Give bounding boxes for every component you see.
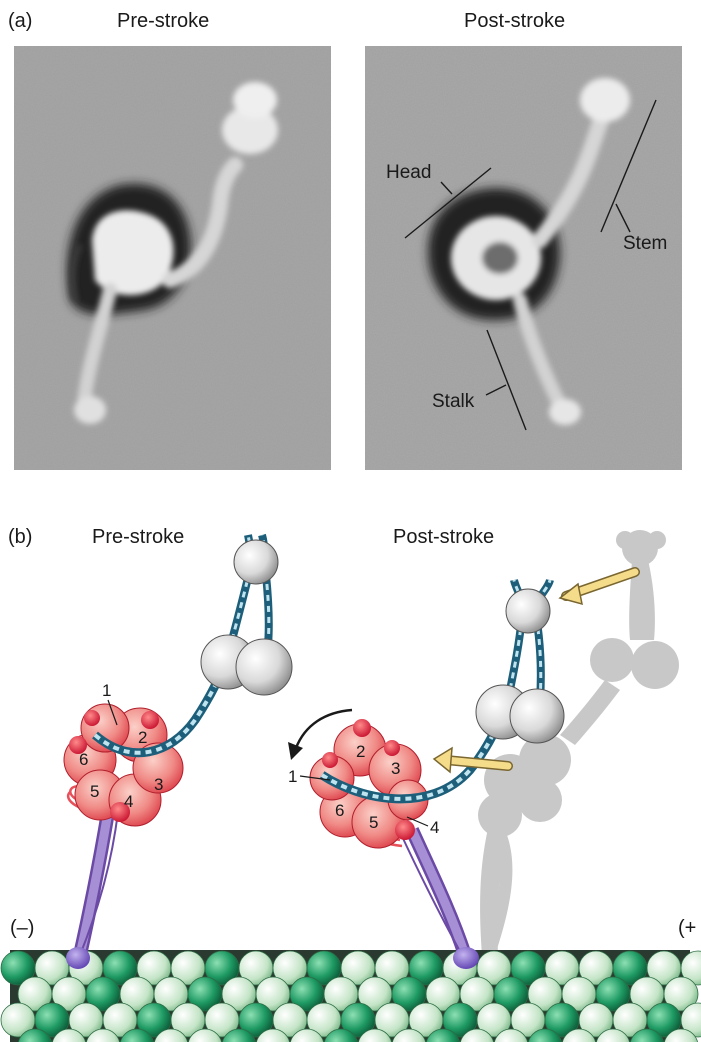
em-image-post-stroke — [365, 46, 682, 470]
microtubule-minus-end: (–) — [10, 917, 35, 939]
head-leader-line — [440, 181, 453, 195]
domain-3-pre: 3 — [154, 775, 163, 794]
stalk-indicator-line — [486, 329, 527, 431]
tubulin-subunit — [324, 1028, 358, 1042]
tubulin-subunit — [358, 1028, 392, 1042]
stem-indicator-line — [600, 99, 657, 233]
arrow-head-lower — [432, 746, 453, 774]
em-image-pre-stroke — [14, 46, 331, 470]
domain-1-post: 1 — [288, 767, 297, 786]
tubulin-subunit — [663, 976, 699, 1012]
tubulin-subunit — [596, 1028, 630, 1042]
panel-a-label: (a) — [8, 10, 33, 32]
panel-b-pre-stroke-title: Pre-stroke — [92, 526, 185, 548]
panel-a-post-stroke-title: Post-stroke — [464, 10, 566, 32]
panel-b-label: (b) — [8, 526, 33, 548]
stem-leader-line — [615, 203, 631, 233]
tubulin-subunit — [562, 1028, 596, 1042]
tubulin-subunit — [18, 1028, 52, 1042]
domain-1-pre: 1 — [102, 681, 111, 700]
tubulin-subunit — [664, 1028, 698, 1042]
stem-annotation: Stem — [623, 233, 667, 254]
stalk-anchor-right — [453, 947, 479, 969]
stalk-annotation: Stalk — [432, 391, 475, 412]
tubulin-subunit — [52, 1028, 86, 1042]
domain-labels-pre-stroke: 1 2 3 4 5 6 — [79, 681, 163, 811]
arrow-head-upper — [558, 582, 583, 606]
tubulin-subunit — [680, 950, 701, 986]
panel-a-pre-stroke-title: Pre-stroke — [117, 10, 210, 32]
conformational-change-arrows — [288, 567, 640, 774]
tubulin-subunit — [392, 1028, 426, 1042]
domain-6-post: 6 — [335, 801, 344, 820]
domain-2-post: 2 — [356, 742, 365, 761]
tubulin-subunit — [680, 1002, 701, 1038]
tubulin-subunit — [630, 1028, 664, 1042]
microtubule — [0, 950, 701, 1042]
dynein-post-stroke — [309, 578, 565, 969]
pre-stroke-shadow — [478, 530, 679, 955]
tubulin-subunit — [460, 1028, 494, 1042]
domain-3-post: 3 — [391, 759, 400, 778]
domain-6-pre: 6 — [79, 750, 88, 769]
tubulin-subunit — [494, 1028, 528, 1042]
tubulin-subunit — [528, 1028, 562, 1042]
tubulin-subunit — [120, 1028, 154, 1042]
microtubule-plus-end: (+ — [678, 917, 697, 939]
dynein-pre-stroke — [63, 533, 293, 969]
rotation-arrow — [294, 708, 353, 749]
tubulin-subunit — [290, 1028, 324, 1042]
tubulin-subunit — [426, 1028, 460, 1042]
panel-b-post-stroke-title: Post-stroke — [393, 526, 495, 548]
tubulin-subunit — [154, 1028, 188, 1042]
head-annotation: Head — [386, 162, 431, 183]
tubulin-subunit — [222, 1028, 256, 1042]
domain-4-pre: 4 — [124, 792, 133, 811]
tubulin-subunit — [86, 1028, 120, 1042]
stalk-anchor-left — [66, 947, 90, 969]
aaa-ring-post-stroke — [309, 719, 429, 849]
domain-labels-post-stroke: 1 2 3 4 5 6 — [288, 742, 439, 837]
annotation-lines — [404, 99, 657, 431]
domain-5-post: 5 — [369, 813, 378, 832]
domain-4-post: 4 — [430, 818, 439, 837]
domain-2-pre: 2 — [138, 728, 147, 747]
stalk-leader-line — [485, 384, 507, 396]
domain-5-pre: 5 — [90, 782, 99, 801]
tubulin-subunit — [256, 1028, 290, 1042]
tubulin-subunit — [188, 1028, 222, 1042]
head-indicator-line — [404, 167, 492, 239]
